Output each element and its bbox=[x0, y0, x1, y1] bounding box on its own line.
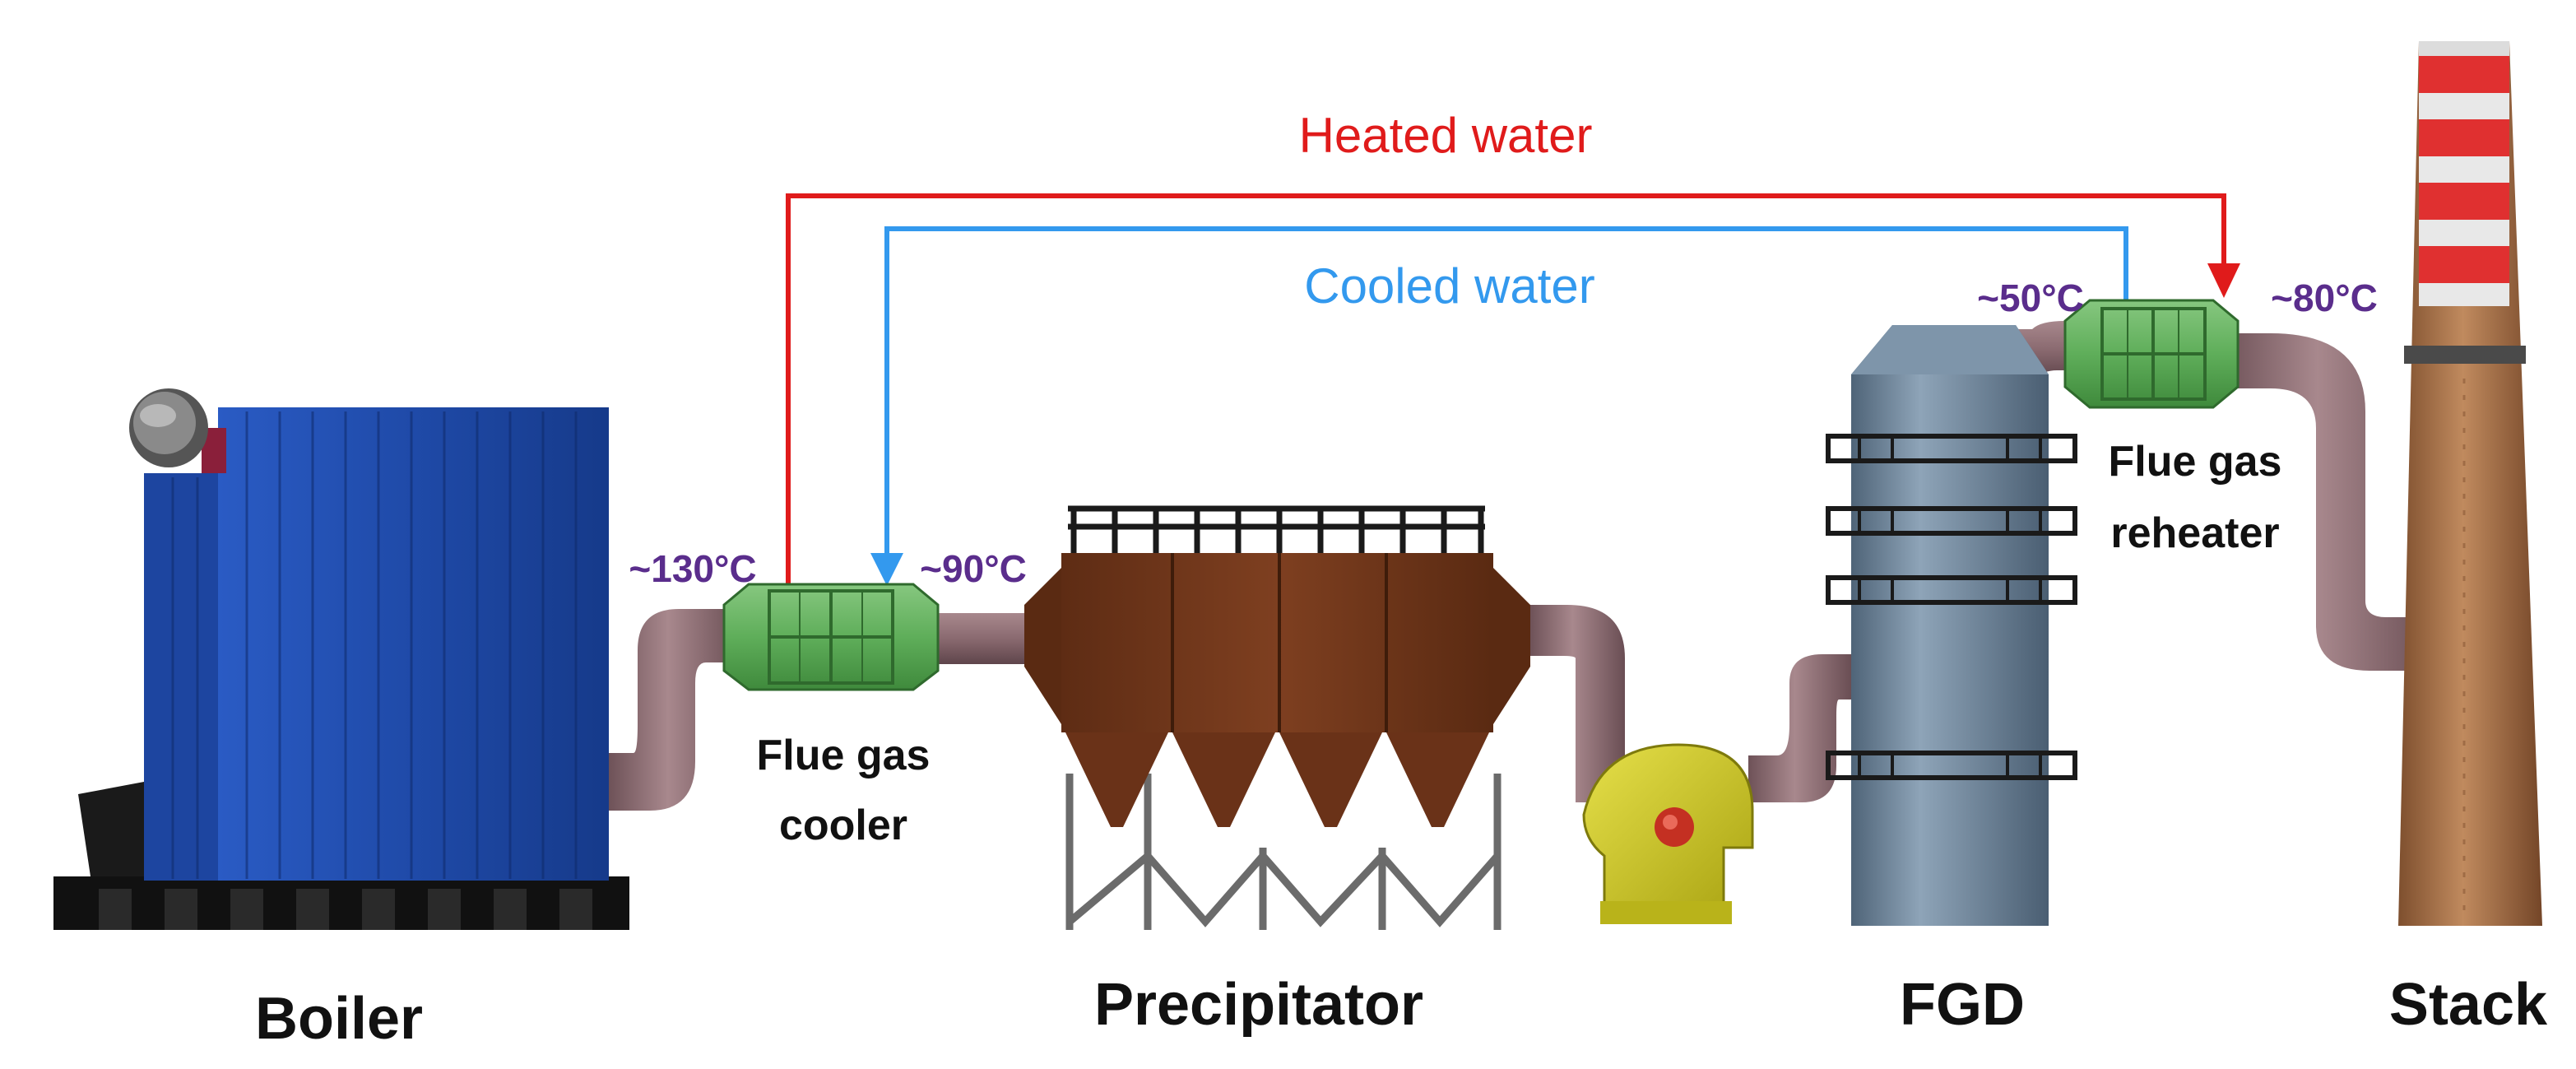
boiler bbox=[53, 388, 629, 930]
precipitator bbox=[1024, 505, 1530, 930]
precipitator-label: Precipitator bbox=[1094, 972, 1423, 1038]
induced-draft-fan bbox=[1582, 743, 1754, 924]
reheater-label-line2: reheater bbox=[2110, 509, 2279, 557]
flue-gas-reheater bbox=[2063, 299, 2239, 409]
stack-label: Stack bbox=[2389, 972, 2548, 1038]
flue-gas-duct bbox=[609, 321, 2435, 811]
boiler-outlet-temperature: ~130°C bbox=[629, 547, 756, 590]
cooled-water-arrow-icon bbox=[870, 553, 903, 586]
fgd-label: FGD bbox=[1900, 972, 2025, 1038]
stack bbox=[2398, 41, 2542, 926]
fgd-outlet-temperature: ~50°C bbox=[1977, 277, 2084, 319]
heated-water-label: Heated water bbox=[1299, 108, 1593, 163]
fgd-tower bbox=[1826, 325, 2077, 926]
cooler-label-line1: Flue gas bbox=[757, 732, 931, 779]
cooled-water-loop bbox=[870, 226, 2128, 586]
reheater-label-line1: Flue gas bbox=[2109, 438, 2282, 486]
heated-water-arrow-icon bbox=[2207, 263, 2240, 298]
boiler-label: Boiler bbox=[255, 986, 423, 1052]
cooled-water-label: Cooled water bbox=[1304, 258, 1595, 314]
reheater-outlet-temperature: ~80°C bbox=[2271, 277, 2378, 319]
cooler-label-line2: cooler bbox=[779, 802, 907, 849]
cooler-outlet-temperature: ~90°C bbox=[920, 547, 1027, 590]
heated-water-loop bbox=[786, 193, 2240, 588]
flue-gas-cooler bbox=[722, 583, 940, 691]
